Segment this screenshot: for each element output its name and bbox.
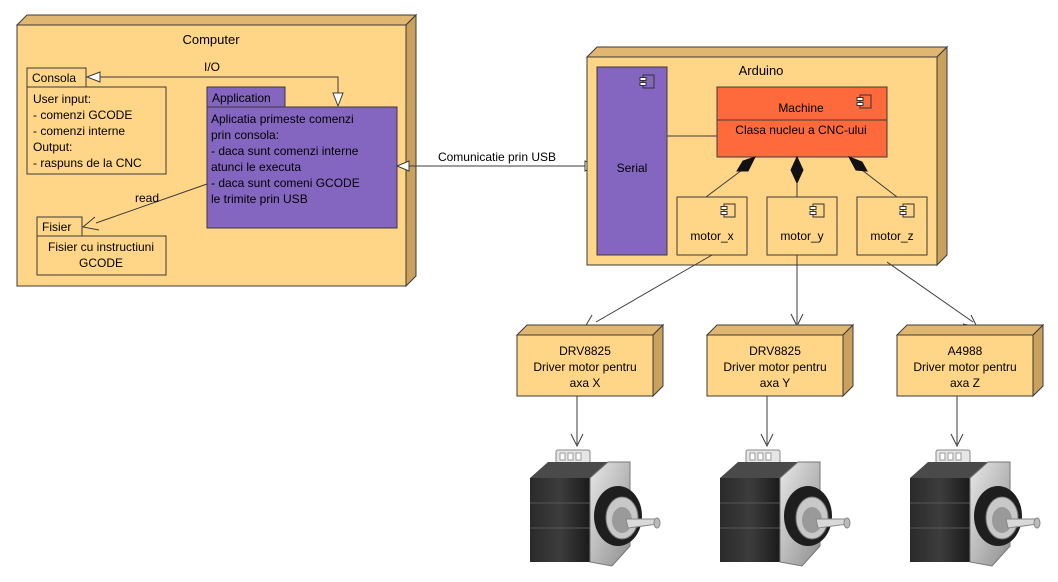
io-connector: I/O <box>85 60 344 108</box>
consola-line-4: Output: <box>33 140 72 154</box>
driver-y-node: DRV8825 Driver motor pentru axa Y <box>705 323 855 398</box>
machine-description: Clasa nucleu a CNC-ului <box>735 123 866 137</box>
application-box: Application Aplicatia primeste comenzi p… <box>206 86 398 229</box>
stepper-motor-icon <box>720 449 851 567</box>
motor-z-component: motor_z <box>856 196 928 256</box>
driver-y-line1: Driver motor pentru <box>723 360 826 374</box>
stepper-motor-icon <box>530 449 661 567</box>
read-connector: read <box>81 183 208 231</box>
stepper-motor-icon <box>910 449 1041 567</box>
usb-connector: Comunicatie prin USB <box>395 150 599 172</box>
application-line-6: le trimite prin USB <box>211 192 308 206</box>
driver-x-chip: DRV8825 <box>559 344 611 358</box>
serial-label: Serial <box>617 161 648 175</box>
fisier-line-2: GCODE <box>79 256 123 270</box>
application-line-2: prin consola: <box>211 128 279 142</box>
driver-z-line2: axa Z <box>950 376 980 390</box>
driver-y-chip: DRV8825 <box>749 344 801 358</box>
fisier-title: Fisier <box>42 220 71 234</box>
driver-x-line2: axa X <box>570 376 601 390</box>
motor-driver-links <box>584 254 978 329</box>
machine-component: Machine Clasa nucleu a CNC-ului <box>716 86 888 158</box>
driver-x-node: DRV8825 Driver motor pentru axa X <box>515 323 665 398</box>
fisier-line-1: Fisier cu instructiuni <box>48 240 154 254</box>
motor-z-label: motor_z <box>870 229 913 243</box>
consola-line-5: - raspuns de la CNC <box>33 156 142 170</box>
machine-title: Machine <box>778 101 824 115</box>
consola-title: Consola <box>32 71 76 85</box>
driver-y-line2: axa Y <box>760 376 790 390</box>
application-line-5: - daca sunt comeni GCODE <box>211 176 360 190</box>
driver-stepper-links <box>570 396 964 448</box>
driver-x-line1: Driver motor pentru <box>533 360 636 374</box>
consola-line-2: - comenzi GCODE <box>33 108 132 122</box>
motor-y-component: motor_y <box>766 196 838 256</box>
driver-z-node: A4988 Driver motor pentru axa Z <box>895 323 1045 398</box>
application-title: Application <box>212 91 271 105</box>
consola-line-1: User input: <box>33 92 91 106</box>
motor-x-component: motor_x <box>676 196 748 256</box>
driver-z-chip: A4988 <box>948 344 983 358</box>
serial-component: Serial <box>596 66 668 256</box>
application-line-4: atunci le executa <box>211 160 301 174</box>
composition-links <box>705 155 898 198</box>
computer-title: Computer <box>182 32 240 47</box>
consola-box: Consola User input: - comenzi GCODE - co… <box>26 67 167 175</box>
arduino-title: Arduino <box>739 63 784 78</box>
motor-x-label: motor_x <box>690 229 733 243</box>
read-label: read <box>135 191 159 205</box>
application-line-3: - daca sunt comenzi interne <box>211 144 359 158</box>
driver-z-line1: Driver motor pentru <box>913 360 1016 374</box>
io-label: I/O <box>204 60 220 74</box>
application-line-1: Aplicatia primeste comenzi <box>211 112 354 126</box>
motor-y-label: motor_y <box>780 229 823 243</box>
usb-label: Comunicatie prin USB <box>438 150 556 164</box>
consola-line-3: - comenzi interne <box>33 124 125 138</box>
fisier-box: Fisier Fisier cu instructiuni GCODE <box>36 216 167 276</box>
